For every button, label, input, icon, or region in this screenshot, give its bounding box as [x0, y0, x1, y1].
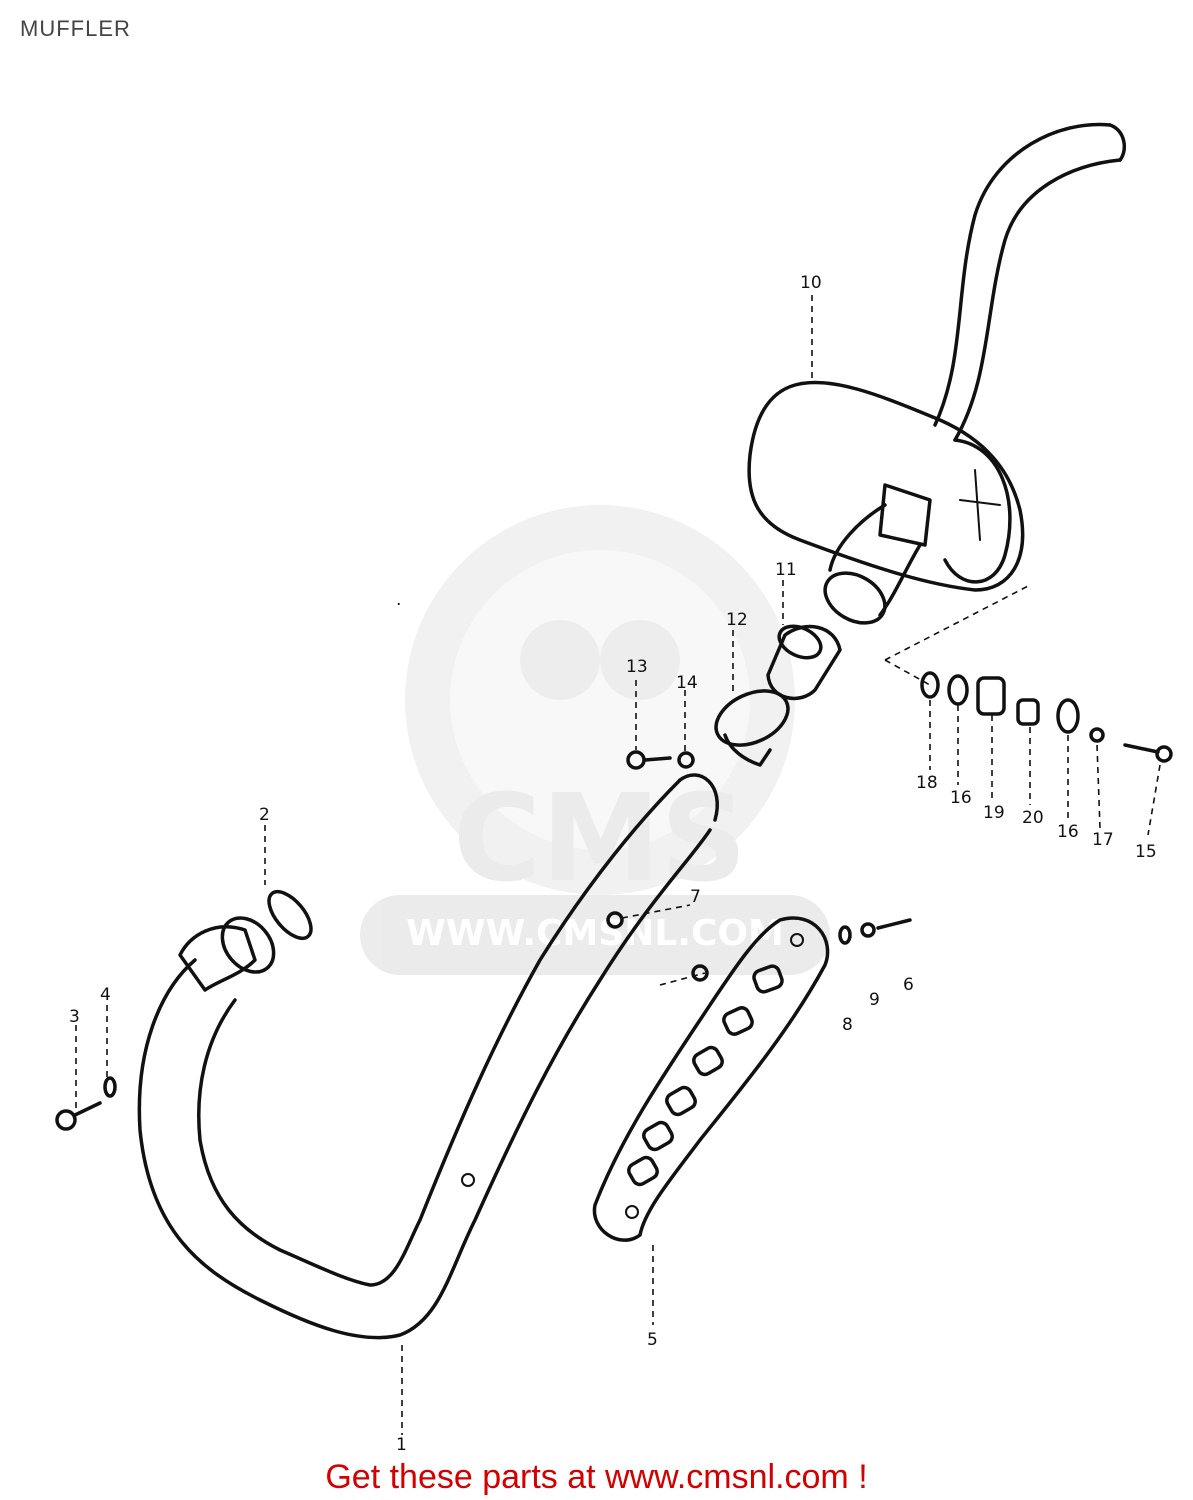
callout-11: 11 — [775, 560, 797, 580]
callout-18: 18 — [916, 773, 938, 793]
callout-19: 19 — [983, 803, 1005, 823]
watermark-brand: CMS — [453, 770, 747, 909]
callout-13: 13 — [626, 657, 648, 677]
clamp — [714, 689, 790, 767]
bolt-3 — [55, 1101, 102, 1131]
heat-protector — [592, 916, 830, 1242]
footer-link[interactable]: Get these parts at www.cmsnl.com ! — [325, 1458, 868, 1496]
watermark-url: WWW.CMSNL.COM — [406, 913, 784, 954]
callout-2: 2 — [259, 805, 270, 825]
callout-3: 3 — [69, 1007, 80, 1027]
washer-4 — [103, 1076, 117, 1098]
callout-17: 17 — [1092, 830, 1114, 850]
callout-12: 12 — [726, 610, 748, 630]
callout-16b: 16 — [1057, 822, 1079, 842]
callout-1: 1 — [396, 1435, 407, 1455]
callout-6: 6 — [903, 975, 914, 995]
callout-16a: 16 — [950, 788, 972, 808]
callout-10: 10 — [800, 273, 822, 293]
callout-labels: 10 11 12 13 14 2 7 6 9 8 3 4 5 1 18 16 1… — [69, 273, 1157, 1455]
muffler-body — [747, 122, 1127, 625]
protector-screws — [606, 904, 912, 986]
callout-15: 15 — [1135, 842, 1157, 862]
stray-mark: · — [396, 595, 401, 615]
page-title: MUFFLER — [20, 16, 131, 41]
callout-7: 7 — [690, 887, 701, 907]
callout-14: 14 — [676, 673, 698, 693]
gasket — [267, 889, 313, 941]
muffler-joint — [766, 624, 842, 701]
mount-hardware — [884, 584, 1173, 763]
callout-4: 4 — [100, 985, 111, 1005]
cms-watermark: WWW.CMSNL.COM CMS — [360, 505, 830, 975]
callout-5: 5 — [647, 1330, 658, 1350]
callout-9: 9 — [869, 990, 880, 1010]
callout-20: 20 — [1022, 808, 1044, 828]
leader-lines — [75, 295, 1161, 1435]
washer-14 — [677, 751, 695, 769]
bolt-13 — [626, 750, 672, 770]
callout-8: 8 — [842, 1015, 853, 1035]
exhaust-pipe — [137, 773, 719, 1340]
